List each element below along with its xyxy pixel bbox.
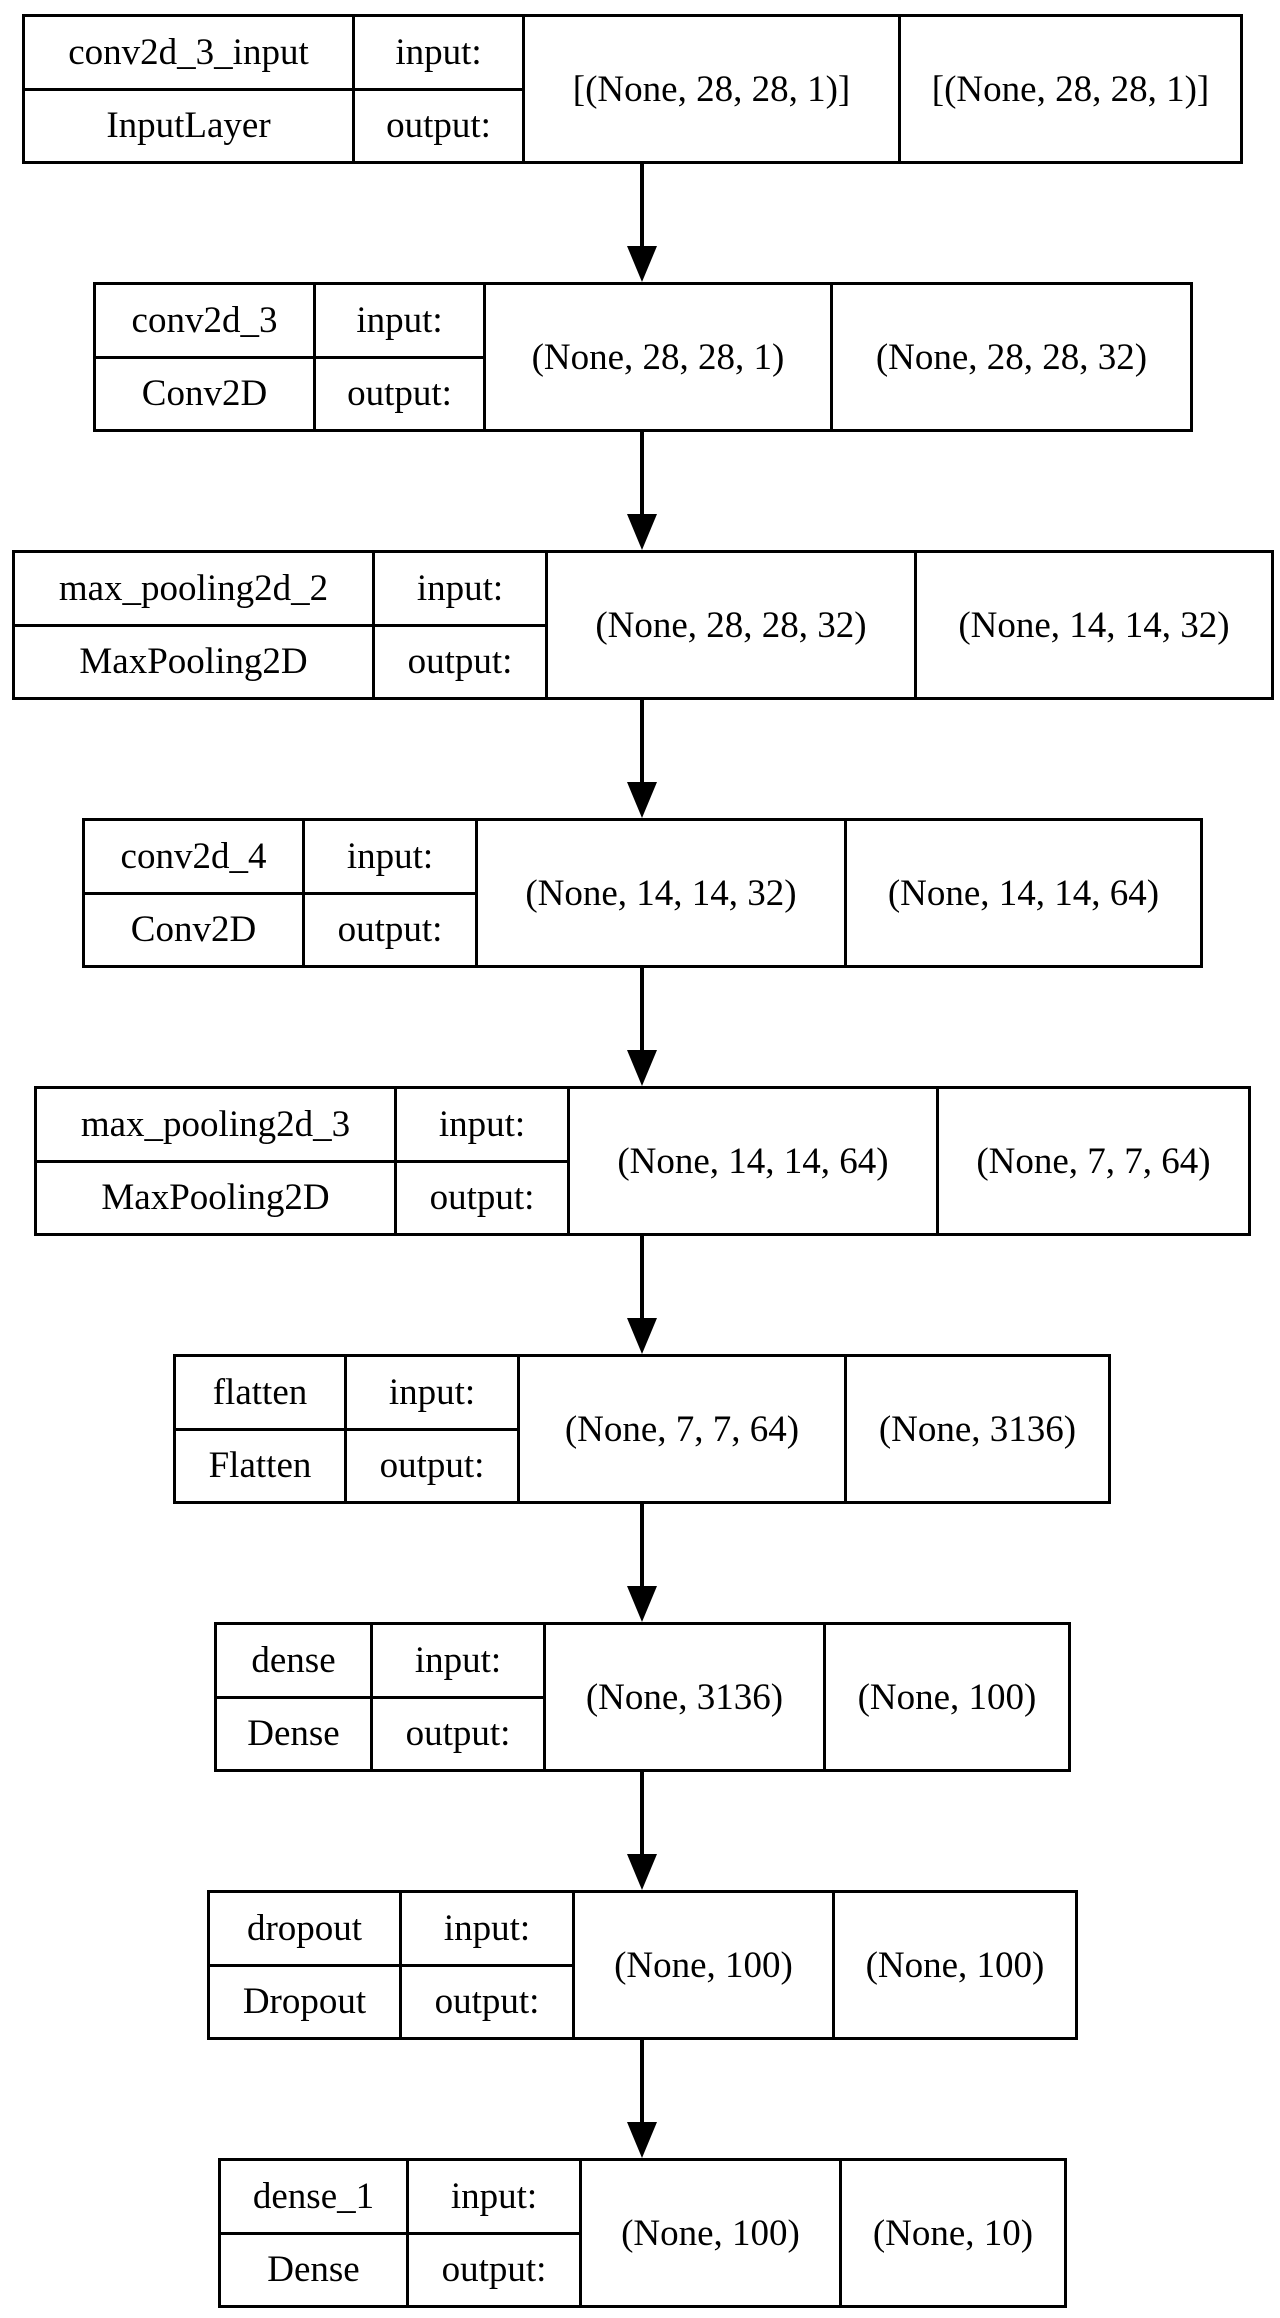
layer-type: Conv2D bbox=[141, 373, 268, 415]
input-shape: (None, 100) bbox=[575, 1893, 835, 2037]
output-shape: (None, 14, 14, 64) bbox=[887, 872, 1160, 914]
output-label: output: bbox=[386, 105, 491, 147]
layer-type: Dense bbox=[247, 1713, 340, 1755]
input-shape: (None, 7, 7, 64) bbox=[520, 1357, 847, 1501]
layer-name-column: conv2d_4 Conv2D bbox=[85, 821, 305, 965]
layer-node: max_pooling2d_2 MaxPooling2D input: outp… bbox=[12, 550, 1274, 700]
layer-type: Conv2D bbox=[130, 909, 257, 951]
layer-node: conv2d_3 Conv2D input: output: (None, 28… bbox=[93, 282, 1193, 432]
output-shape: (None, 100) bbox=[865, 1944, 1045, 1986]
input-label: input: bbox=[305, 821, 475, 895]
layer-name-column: flatten Flatten bbox=[176, 1357, 347, 1501]
layer-type: InputLayer bbox=[106, 105, 271, 147]
layer-node: conv2d_4 Conv2D input: output: (None, 14… bbox=[82, 818, 1203, 968]
layer-name-column: conv2d_3 Conv2D bbox=[96, 285, 316, 429]
edge-arrow bbox=[627, 432, 657, 550]
input-label: input: bbox=[347, 1357, 517, 1431]
layer-type: Dropout bbox=[242, 1981, 367, 2023]
input-label: input: bbox=[373, 1625, 543, 1699]
io-label-column: input: output: bbox=[373, 1625, 546, 1769]
output-shape: (None, 28, 28, 32) bbox=[875, 336, 1148, 378]
layer-name-column: dense_1 Dense bbox=[221, 2161, 409, 2305]
layer-name: flatten bbox=[176, 1357, 344, 1431]
output-label: output: bbox=[441, 2249, 547, 2291]
layer-name: max_pooling2d_3 bbox=[37, 1089, 394, 1163]
input-label: input: bbox=[402, 1893, 572, 1967]
input-shape: (None, 14, 14, 32) bbox=[478, 821, 847, 965]
output-label: output: bbox=[405, 1713, 511, 1755]
input-shape: (None, 3136) bbox=[546, 1625, 826, 1769]
layer-name-column: conv2d_3_input InputLayer bbox=[25, 17, 355, 161]
layer-name: dropout bbox=[210, 1893, 399, 1967]
output-shape: (None, 100) bbox=[857, 1676, 1037, 1718]
io-label-column: input: output: bbox=[305, 821, 478, 965]
layer-name: dense_1 bbox=[221, 2161, 406, 2235]
layer-node: dense_1 Dense input: output: (None, 100)… bbox=[218, 2158, 1067, 2308]
output-label: output: bbox=[337, 909, 443, 951]
layer-type: MaxPooling2D bbox=[79, 641, 308, 683]
layer-node: flatten Flatten input: output: (None, 7,… bbox=[173, 1354, 1111, 1504]
edge-arrow bbox=[627, 1772, 657, 1890]
output-shape: (None, 14, 14, 32) bbox=[958, 604, 1230, 646]
output-label: output: bbox=[347, 373, 452, 415]
input-shape: (None, 28, 28, 1) bbox=[486, 285, 833, 429]
layer-name-column: max_pooling2d_3 MaxPooling2D bbox=[37, 1089, 397, 1233]
input-label: input: bbox=[397, 1089, 567, 1163]
output-shape: (None, 7, 7, 64) bbox=[976, 1140, 1211, 1182]
edge-arrow bbox=[627, 1236, 657, 1354]
layer-name: dense bbox=[217, 1625, 370, 1699]
input-shape: (None, 28, 28, 32) bbox=[548, 553, 917, 697]
io-label-column: input: output: bbox=[397, 1089, 570, 1233]
layer-node: conv2d_3_input InputLayer input: output:… bbox=[22, 14, 1243, 164]
layer-name-column: dropout Dropout bbox=[210, 1893, 402, 2037]
layer-name-column: max_pooling2d_2 MaxPooling2D bbox=[15, 553, 375, 697]
io-label-column: input: output: bbox=[375, 553, 548, 697]
layer-name: max_pooling2d_2 bbox=[15, 553, 372, 627]
input-shape: [(None, 28, 28, 1)] bbox=[525, 17, 901, 161]
input-label: input: bbox=[375, 553, 545, 627]
edge-arrow bbox=[627, 2040, 657, 2158]
layer-node: max_pooling2d_3 MaxPooling2D input: outp… bbox=[34, 1086, 1251, 1236]
output-label: output: bbox=[407, 641, 513, 683]
output-label: output: bbox=[429, 1177, 535, 1219]
output-shape: [(None, 28, 28, 1)] bbox=[931, 68, 1210, 110]
input-label: input: bbox=[316, 285, 483, 359]
io-label-column: input: output: bbox=[316, 285, 486, 429]
io-label-column: input: output: bbox=[409, 2161, 582, 2305]
layer-type: MaxPooling2D bbox=[101, 1177, 330, 1219]
edge-arrow bbox=[627, 968, 657, 1086]
edge-arrow bbox=[627, 164, 657, 282]
input-shape: (None, 14, 14, 64) bbox=[570, 1089, 939, 1233]
io-label-column: input: output: bbox=[347, 1357, 520, 1501]
io-label-column: input: output: bbox=[402, 1893, 575, 2037]
layer-type: Flatten bbox=[208, 1445, 312, 1487]
layer-name: conv2d_3 bbox=[96, 285, 313, 359]
layer-type: Dense bbox=[267, 2249, 360, 2291]
input-shape: (None, 100) bbox=[582, 2161, 842, 2305]
output-label: output: bbox=[379, 1445, 485, 1487]
input-label: input: bbox=[355, 17, 522, 91]
edge-arrow bbox=[627, 1504, 657, 1622]
layer-name: conv2d_4 bbox=[85, 821, 302, 895]
layer-name: conv2d_3_input bbox=[25, 17, 352, 91]
output-shape: (None, 10) bbox=[872, 2212, 1034, 2254]
layer-name-column: dense Dense bbox=[217, 1625, 373, 1769]
io-label-column: input: output: bbox=[355, 17, 525, 161]
edge-arrow bbox=[627, 700, 657, 818]
output-label: output: bbox=[434, 1981, 540, 2023]
input-label: input: bbox=[409, 2161, 579, 2235]
output-shape: (None, 3136) bbox=[878, 1408, 1077, 1450]
layer-node: dropout Dropout input: output: (None, 10… bbox=[207, 1890, 1078, 2040]
layer-node: dense Dense input: output: (None, 3136) … bbox=[214, 1622, 1071, 1772]
